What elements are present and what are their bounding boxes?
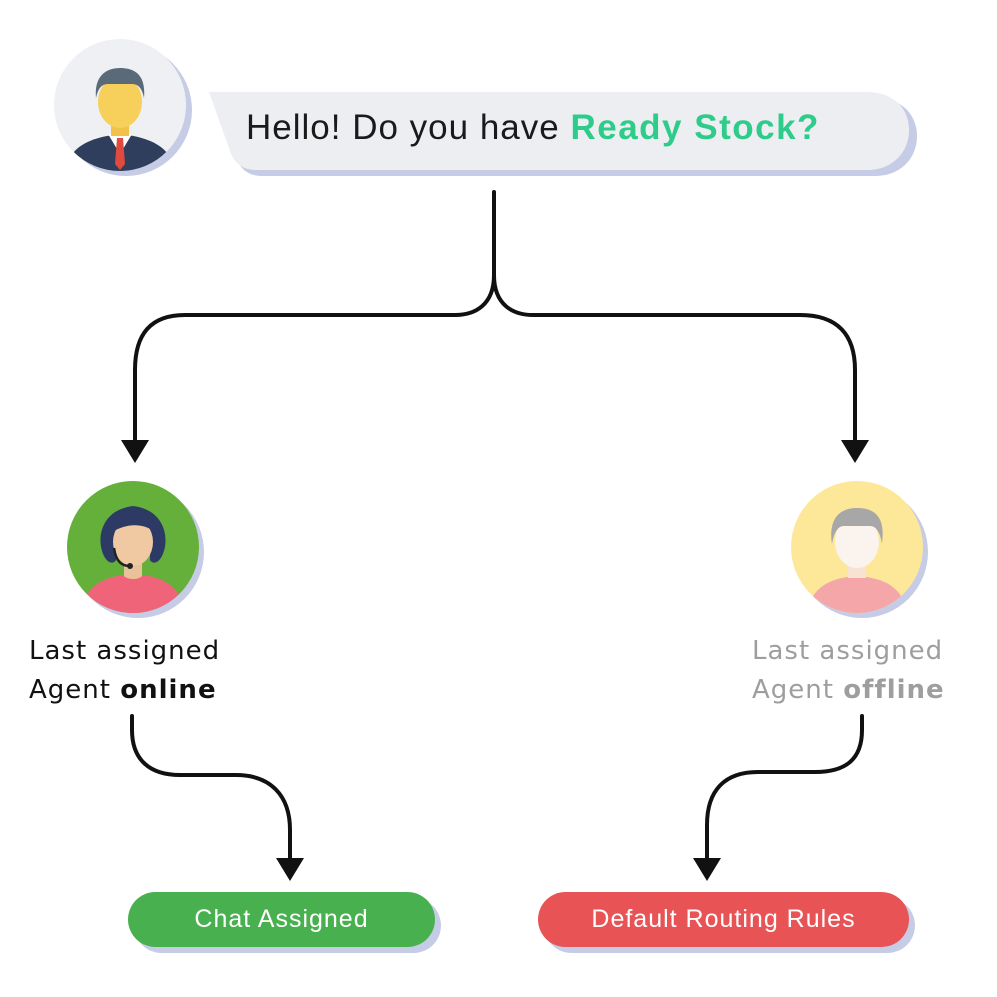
faded-agent-icon: [791, 481, 928, 618]
online-agent-prefix: Agent: [29, 675, 121, 705]
connector-online-to-assigned: [130, 714, 292, 860]
arrowhead-assigned: [276, 858, 304, 881]
customer-message-prefix: Hello! Do you have: [246, 108, 571, 147]
default-routing-rules-pill: Default Routing Rules: [538, 892, 909, 947]
connector-offline-to-routing: [705, 714, 864, 860]
customer-message-highlight: Ready Stock?: [570, 108, 820, 147]
speech-bubble: [209, 92, 917, 176]
customer-message: Hello! Do you have Ready Stock?: [246, 108, 820, 148]
offline-agent-prefix: Agent: [752, 675, 844, 705]
offline-agent-line2: Agent offline: [752, 671, 945, 710]
arrowhead-right: [841, 440, 869, 463]
online-status: online: [120, 675, 217, 705]
offline-status: offline: [843, 675, 945, 705]
online-agent-line2: Agent online: [29, 671, 220, 710]
businessman-avatar-icon: [54, 39, 192, 176]
chat-assigned-pill: Chat Assigned: [128, 892, 435, 947]
support-agent-headset-icon: [67, 481, 204, 618]
arrowhead-left: [121, 440, 149, 463]
online-agent-label: Last assigned Agent online: [29, 632, 220, 710]
online-agent-line1: Last assigned: [29, 636, 221, 666]
offline-agent-label: Last assigned Agent offline: [752, 632, 945, 710]
arrowhead-routing: [693, 858, 721, 881]
connector-branch-left: [133, 273, 496, 442]
offline-agent-line1: Last assigned: [752, 636, 944, 666]
connector-branch-right: [492, 273, 857, 442]
